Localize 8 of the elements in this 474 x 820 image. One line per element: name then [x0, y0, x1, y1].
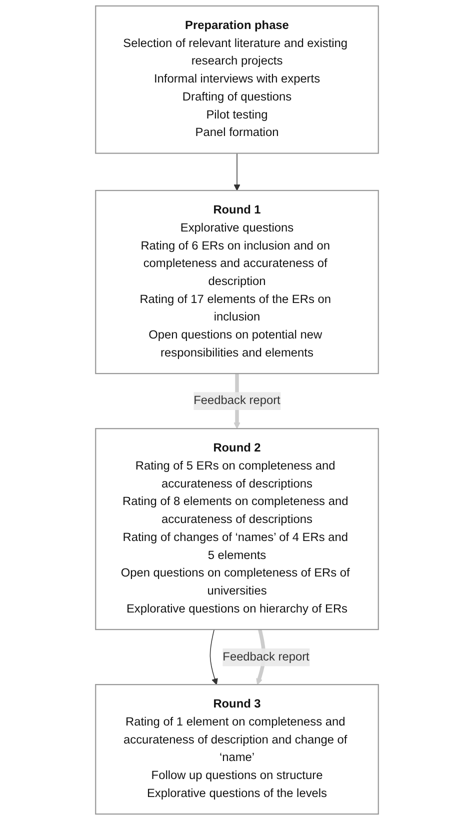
node-box: Round 2 Rating of 5 ERs on completeness and accurateness of descriptions Rating of 8 elements on completeness and accurateness of descriptions Rating of changes of ‘names’ of 4 ERs and 5 elements Open questions on completeness of ERs of universities Explorative questions on hierarchy of ERs [95, 428, 379, 630]
node-box: Round 3 Rating of 1 element on completeness and accurateness of description and change of ‘name’ Follow up questions on structure Explorative questions of the levels [95, 684, 379, 815]
edge-label: Feedback report [194, 394, 280, 408]
edge-label: Feedback report [222, 650, 310, 664]
node-box: Round 1 Explorative questions Rating of 6 ERs on inclusion and on completeness and accurateness of description Rating of 17 elements of the ERs on inclusion Open questions on potential new responsibilities and elements [95, 190, 379, 374]
arrow [210, 629, 218, 685]
node-box: Preparation phase Selection of relevant literature and existing research projects Informal interviews with experts Drafting of questions Pilot testing Panel formation [95, 5, 379, 154]
arrow [234, 152, 240, 191]
